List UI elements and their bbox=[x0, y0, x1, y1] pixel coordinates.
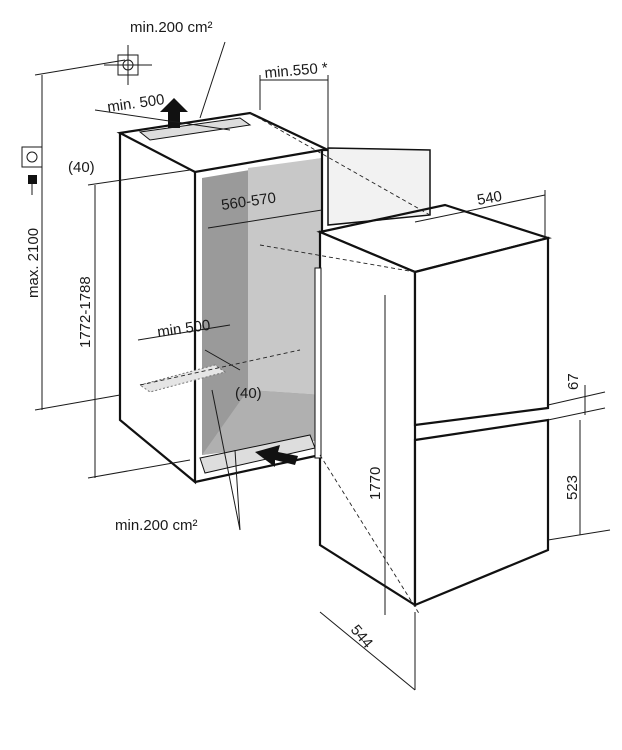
floor-vent bbox=[138, 364, 227, 393]
appliance-front bbox=[318, 230, 417, 607]
label-max-height: max. 2100 bbox=[25, 228, 42, 298]
label-niche-height: 1772-1788 bbox=[77, 276, 94, 348]
dimension-lines bbox=[34, 41, 611, 691]
label-appliance-depth: 544 bbox=[347, 622, 376, 652]
appliance-lower-door bbox=[413, 418, 550, 607]
label-door-clearance: min.550 * bbox=[264, 60, 329, 82]
label-top-gap: (40) bbox=[68, 159, 95, 176]
label-appliance-width: 540 bbox=[476, 188, 504, 209]
top-vent bbox=[138, 117, 252, 141]
label-appliance-height: 1770 bbox=[367, 467, 384, 500]
power-socket-icon bbox=[21, 146, 43, 195]
label-vent-top-area: min.200 cm² bbox=[130, 19, 213, 36]
appliance-upper-door bbox=[413, 236, 550, 427]
niche-side bbox=[118, 133, 197, 485]
appliance-side-strip bbox=[314, 267, 322, 459]
label-gap-height: 67 bbox=[565, 373, 582, 390]
label-vent-bottom-area: min.200 cm² bbox=[115, 517, 198, 534]
label-vent-top-depth: min. 500 bbox=[106, 91, 165, 116]
airflow-in-arrow-icon bbox=[255, 445, 298, 467]
niche-back-wall bbox=[248, 158, 322, 395]
label-bottom-gap: (40) bbox=[235, 385, 262, 402]
niche-front-bottom bbox=[194, 453, 321, 484]
label-lower-door-height: 523 bbox=[564, 475, 581, 500]
niche-outline bbox=[116, 111, 329, 174]
water-connection-icon bbox=[104, 45, 152, 85]
airflow-up-arrow-icon bbox=[160, 98, 188, 128]
